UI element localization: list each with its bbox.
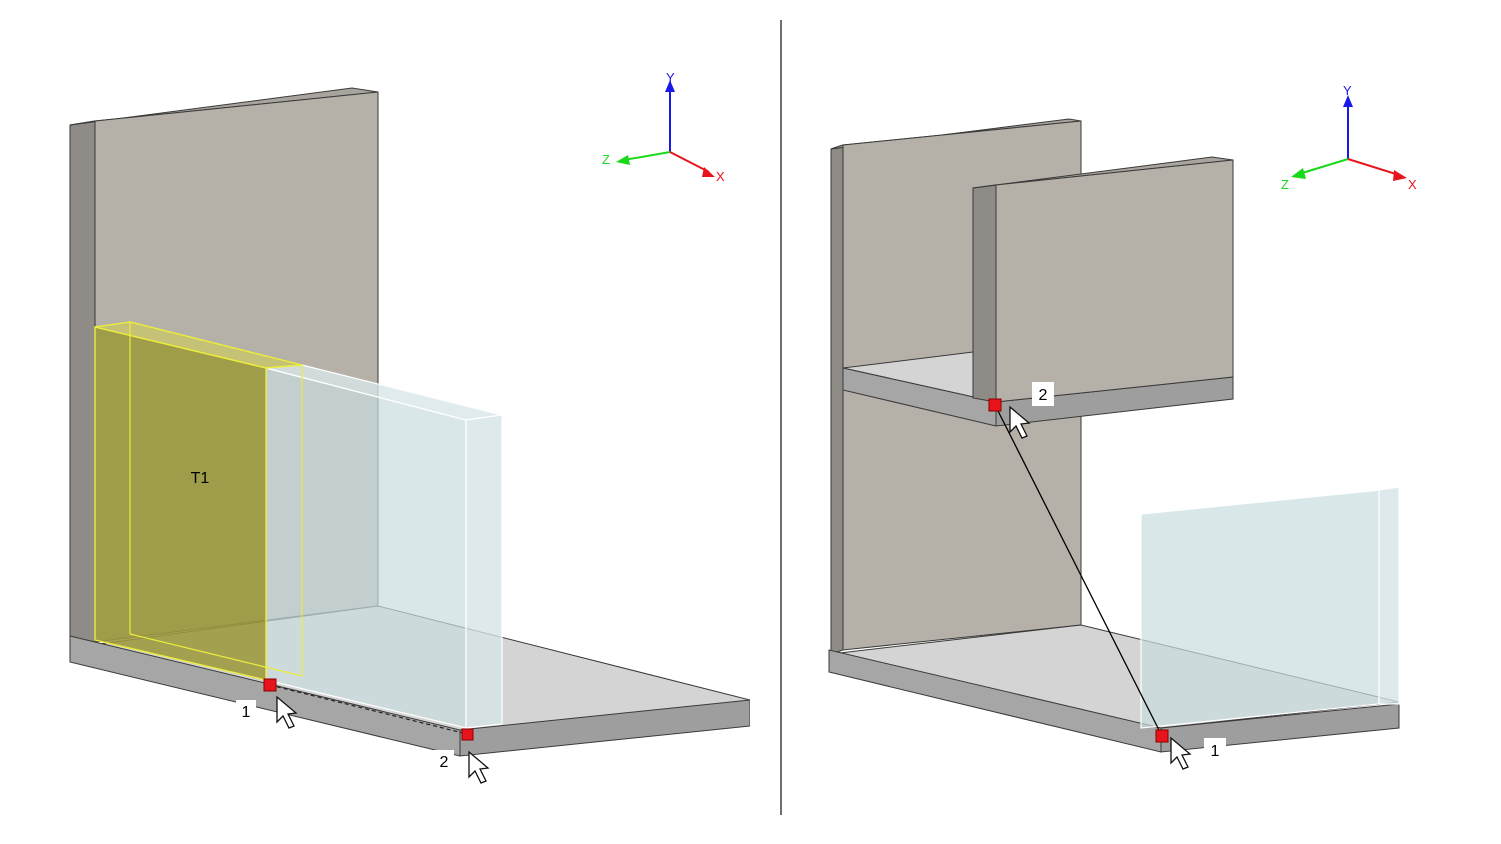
snap-point-1[interactable]	[263, 678, 277, 692]
measurement-line	[994, 404, 1163, 737]
upper-wall-face	[995, 159, 1234, 403]
left-scene[interactable]: T1 1 2 Y Z X	[0, 0, 750, 844]
axis-triad: Y Z X	[602, 70, 725, 184]
axis-triad: Y Z X	[1281, 83, 1417, 192]
point-label-1: 1	[242, 704, 251, 721]
upper-wall-side	[972, 184, 997, 403]
axis-x-label: X	[716, 169, 725, 184]
cursor-arrow-icon	[276, 695, 298, 729]
point-label-1: 1	[1211, 743, 1220, 760]
point-label-2-bg	[1032, 382, 1054, 406]
right-scene[interactable]: 2 1 Y Z X	[751, 0, 1501, 844]
glass-wall-face	[1140, 489, 1380, 729]
snap-point-2[interactable]	[988, 398, 1002, 412]
axis-z-label: Z	[602, 152, 610, 167]
point-label-1-bg	[1204, 738, 1226, 762]
back-wall-side	[830, 144, 844, 655]
right-viewport[interactable]: 2 1 Y Z X	[751, 0, 1501, 844]
object-label-t1: T1	[191, 470, 210, 487]
back-wall-side	[69, 120, 96, 649]
cursor-arrow-icon	[468, 750, 490, 784]
glass-wall-side	[1378, 486, 1400, 705]
snap-point-1[interactable]	[1155, 729, 1169, 743]
glass-wall-side	[465, 414, 503, 729]
cursor-arrow-icon	[1009, 405, 1031, 439]
point-label-2-bg	[434, 750, 454, 772]
dashed-guide-line	[269, 684, 468, 735]
floor-slab-right-edge	[459, 699, 750, 757]
highlighted-wall-t1-face[interactable]	[94, 326, 267, 681]
point-label-2: 2	[440, 754, 449, 771]
cursor-arrow-icon	[1170, 736, 1192, 770]
axis-x-label: X	[1408, 177, 1417, 192]
snap-point-2[interactable]	[461, 728, 474, 741]
axis-y-label: Y	[1343, 83, 1352, 98]
highlighted-wall-t1-bottom-edge	[129, 633, 303, 677]
viewport-divider	[780, 20, 782, 815]
point-label-1-bg	[236, 700, 256, 722]
axis-z-label: Z	[1281, 177, 1289, 192]
left-viewport[interactable]: T1 1 2 Y Z X	[0, 0, 750, 844]
axis-y-label: Y	[666, 70, 675, 85]
point-label-2: 2	[1039, 387, 1048, 404]
